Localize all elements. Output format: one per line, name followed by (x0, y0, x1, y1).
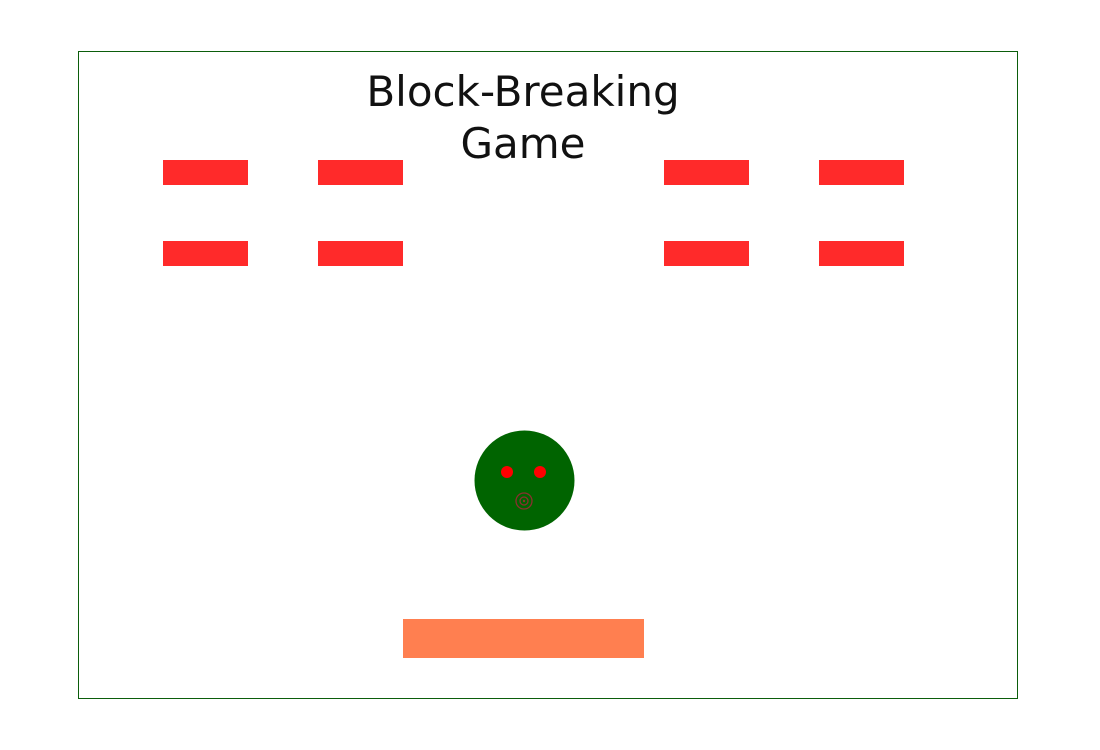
game-title: Block-Breaking Game (366, 67, 680, 168)
brick-row1-col4 (819, 160, 904, 185)
brick-row1-col2 (318, 160, 403, 185)
game-canvas[interactable]: Block-Breaking Game (78, 51, 1018, 699)
paddle[interactable] (403, 619, 644, 658)
brick-row2-col2 (318, 241, 403, 266)
smiley-ball-icon (474, 430, 575, 531)
brick-row2-col1 (163, 241, 248, 266)
brick-row1-col1 (163, 160, 248, 185)
brick-row1-col3 (664, 160, 749, 185)
brick-row2-col4 (819, 241, 904, 266)
brick-row2-col3 (664, 241, 749, 266)
